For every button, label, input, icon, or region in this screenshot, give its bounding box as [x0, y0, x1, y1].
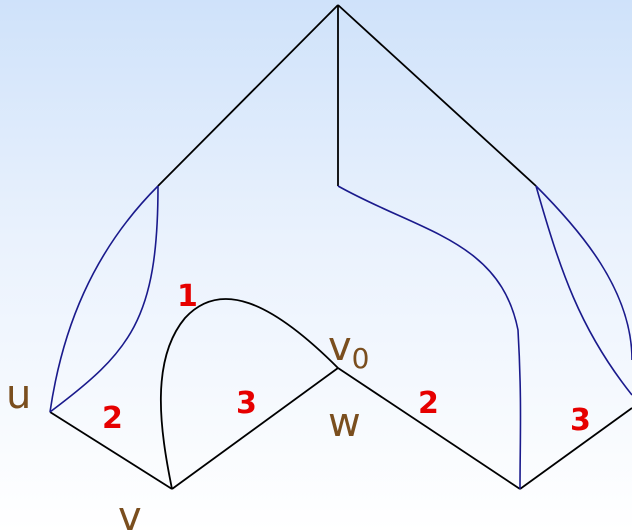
arc-loop-1	[159, 298, 339, 490]
blue-left-inner	[49, 185, 159, 413]
blue-edges	[49, 185, 632, 490]
edge-bottom-right	[519, 407, 632, 490]
number-label-2-left: 2	[102, 401, 123, 436]
number-label-2-right: 2	[418, 386, 439, 421]
vertex-label-v0-sub: 0	[352, 342, 370, 375]
vertex-label-v: v	[118, 494, 142, 532]
blue-right-outer	[535, 185, 632, 361]
blue-left-outer	[49, 185, 159, 413]
edge-v0-bottom	[337, 367, 521, 490]
edge-right-upper	[337, 4, 537, 187]
blue-center	[337, 185, 522, 490]
vertex-label-u: u	[6, 372, 31, 418]
number-label-3-left: 3	[236, 386, 257, 421]
edge-u-v	[49, 411, 173, 490]
number-label-1: 1	[177, 279, 198, 314]
vertex-label-v0: v0	[328, 324, 370, 375]
vertex-label-w: w	[328, 400, 361, 446]
number-label-3-right: 3	[570, 403, 591, 438]
blue-right-inner	[535, 185, 632, 396]
edge-left-upper	[157, 4, 339, 187]
black-edges	[49, 4, 632, 490]
edge-v-v0	[171, 367, 339, 490]
vertex-label-v0-base: v	[328, 324, 352, 370]
